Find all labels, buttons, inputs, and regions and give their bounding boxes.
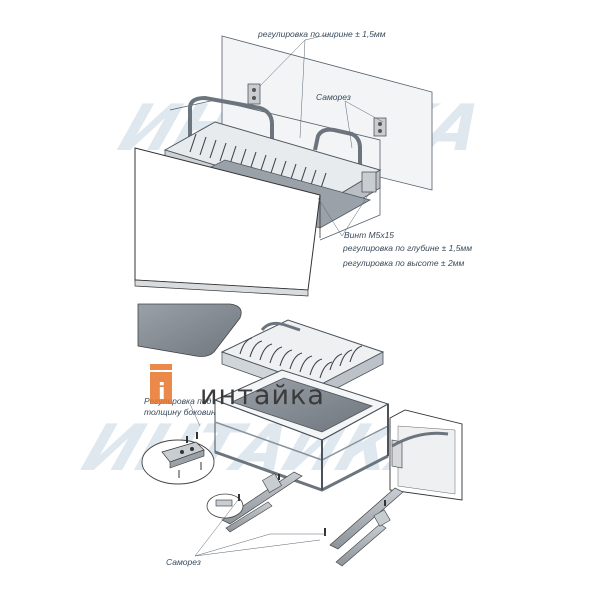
back-wall-panel — [221, 35, 433, 191]
label-thickness-adjust-line2: толщину боковин — [144, 407, 216, 417]
label-depth-adjust: регулировка по глубине ± 1,5мм — [342, 243, 472, 253]
detail-bracket-zoom — [141, 439, 215, 485]
drip-tray — [137, 303, 242, 357]
cabinet-box — [389, 409, 463, 501]
brand-logo-mark — [150, 372, 172, 404]
basket-handle-left — [188, 95, 274, 150]
rail-bracket — [361, 171, 377, 193]
label-thickness-adjust-line1: Регулировка под — [144, 396, 212, 406]
bottom-illustration — [137, 303, 463, 567]
leader-lines-top — [259, 33, 384, 237]
label-height-adjust: регулировка по высоте ± 2мм — [342, 258, 465, 268]
detail-runner-zoom — [206, 493, 244, 519]
brand-logo-letter: i — [158, 380, 166, 405]
leader-lines-bottom — [189, 403, 326, 557]
brand-name: интайка — [200, 380, 325, 411]
label-screw-bottom: Саморез — [166, 557, 201, 567]
cabinet-side-panel — [134, 147, 321, 297]
label-screw-top: Саморез — [316, 92, 351, 102]
label-screw-spec: Винт М5х15 — [344, 230, 394, 240]
screws — [186, 432, 386, 536]
wall-bracket-right — [373, 117, 387, 137]
label-width-adjust: регулировка по ширине ± 1,5мм — [257, 29, 386, 39]
brand-logo: i интайка — [150, 364, 325, 411]
basket-handle-right — [313, 127, 362, 170]
wall-bracket-left — [247, 83, 261, 105]
top-illustration — [134, 33, 433, 297]
drawer-frame — [213, 369, 390, 492]
